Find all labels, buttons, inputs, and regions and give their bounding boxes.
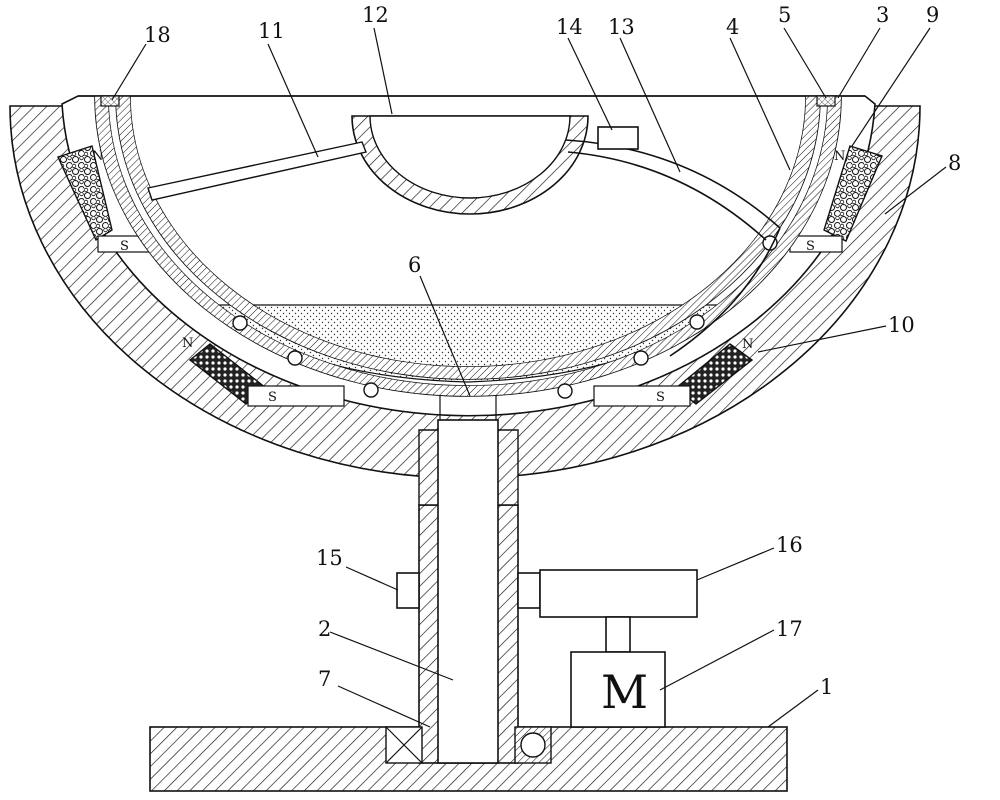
magnet-bar-lower-left bbox=[247, 385, 345, 407]
wall-pipe bbox=[669, 227, 781, 357]
pole-label-n: N bbox=[182, 336, 193, 351]
magnet-bar-upper-right bbox=[789, 235, 843, 253]
pole-label-n: N bbox=[92, 149, 103, 164]
magnet-upper-right bbox=[823, 145, 883, 242]
rim-cap-left bbox=[100, 95, 120, 107]
motor-shaft bbox=[605, 616, 631, 653]
callout-6: 6 bbox=[408, 253, 421, 277]
shaft bbox=[437, 419, 499, 764]
pole-label-s: S bbox=[268, 390, 277, 405]
pole-label-n: N bbox=[834, 149, 845, 164]
callout-2: 2 bbox=[318, 617, 331, 641]
pole-label-s: S bbox=[806, 239, 815, 254]
ball bbox=[363, 382, 379, 398]
pole-label-s: S bbox=[656, 390, 665, 405]
motor-box bbox=[570, 651, 666, 728]
callout-4: 4 bbox=[726, 15, 739, 39]
ball bbox=[633, 350, 649, 366]
ball bbox=[689, 314, 705, 330]
callout-5: 5 bbox=[778, 3, 791, 27]
callout-16: 16 bbox=[776, 533, 803, 557]
callout-11: 11 bbox=[258, 19, 285, 43]
callout-13: 13 bbox=[608, 15, 635, 39]
ball bbox=[557, 383, 573, 399]
leader-lines bbox=[111, 27, 947, 728]
curved-pipe-upper bbox=[565, 139, 781, 229]
callout-15: 15 bbox=[316, 546, 343, 570]
ball bbox=[232, 315, 248, 331]
callout-17: 17 bbox=[776, 617, 803, 641]
pole-label-n: N bbox=[742, 337, 753, 352]
callout-3: 3 bbox=[876, 3, 889, 27]
center-cup-inner bbox=[369, 115, 571, 199]
callout-1: 1 bbox=[820, 675, 833, 699]
callout-7: 7 bbox=[318, 667, 331, 691]
magnet-upper-left bbox=[57, 145, 113, 242]
gear-connector bbox=[517, 572, 541, 609]
ball bbox=[287, 350, 303, 366]
transmission-housing bbox=[539, 569, 698, 618]
callout-14: 14 bbox=[556, 15, 583, 39]
pole-label-s: S bbox=[120, 239, 129, 254]
callout-18: 18 bbox=[144, 23, 171, 47]
callout-9: 9 bbox=[926, 3, 939, 27]
callout-8: 8 bbox=[948, 151, 961, 175]
gear-block-left bbox=[396, 572, 420, 609]
motor-label: M bbox=[601, 665, 648, 719]
valve-block bbox=[597, 126, 639, 150]
magnet-bar-lower-right bbox=[593, 385, 691, 407]
magnet-lower-right bbox=[674, 343, 754, 405]
callout-10: 10 bbox=[888, 313, 915, 337]
support-rod bbox=[147, 141, 367, 201]
rim-cap-right bbox=[816, 95, 836, 107]
curved-pipe-lower bbox=[567, 151, 767, 241]
callout-12: 12 bbox=[362, 3, 389, 27]
bearing-left-cross bbox=[385, 726, 423, 764]
bearing-ball bbox=[520, 732, 546, 758]
